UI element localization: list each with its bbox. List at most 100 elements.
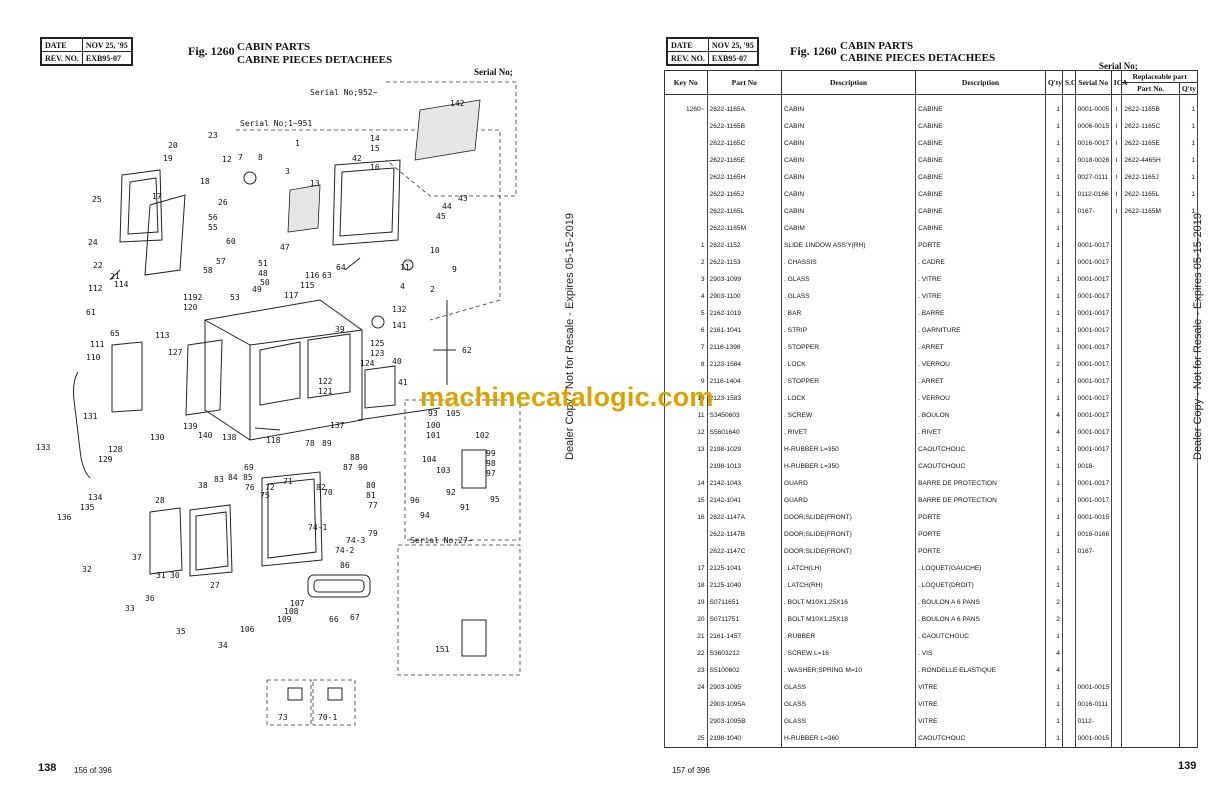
label-30: 30: [170, 571, 180, 580]
repl-part-no-cell: 2622-1165B: [1121, 94, 1180, 118]
repl-qty-cell: [1178, 305, 1199, 322]
description-fr-cell: PORTE: [915, 237, 1046, 254]
repl-part-no-cell: [1121, 713, 1180, 730]
ica-cell: [1110, 475, 1123, 492]
sc-cell: [1061, 713, 1076, 730]
part-no-cell: S0711651: [706, 594, 783, 611]
key-no-cell: 14: [664, 475, 708, 492]
description-fr-cell: . RIVET: [915, 424, 1046, 441]
serial-no-cell: 0016-0111: [1074, 696, 1112, 713]
sc-cell: [1061, 407, 1076, 424]
label-74-1: 74-1: [308, 523, 327, 532]
ica-cell: I: [1110, 186, 1123, 203]
description-fr-cell: PORTE: [915, 543, 1046, 560]
repl-part-no-cell: 2622-1165J: [1121, 169, 1180, 186]
key-no-cell: 23: [664, 662, 708, 679]
label-23: 23: [208, 131, 218, 140]
description-fr-cell: CAOUTCHOUC: [915, 441, 1046, 458]
serial-no-cell: 0001-0015: [1074, 679, 1112, 696]
latch-95: [461, 449, 487, 489]
repl-qty-cell: [1178, 543, 1199, 560]
description-fr-cell: VITRE: [915, 679, 1046, 696]
repl-qty-cell: [1178, 645, 1199, 662]
label-25: 25: [92, 195, 102, 204]
repl-part-no-cell: [1121, 339, 1180, 356]
part-no-cell: 2622-1147B: [706, 526, 783, 543]
label-62: 62: [462, 346, 472, 355]
qty-cell: 1: [1044, 203, 1063, 220]
callout-boundary-952: [385, 81, 517, 197]
serial-no-cell: 0167-: [1074, 203, 1112, 220]
sc-cell: [1061, 271, 1076, 288]
figure-number-r: Fig. 1260: [790, 44, 837, 58]
label-91: 91: [460, 503, 470, 512]
sc-cell: [1061, 237, 1076, 254]
part-no-cell: S5601640: [706, 424, 783, 441]
figure-title-en: CABIN PARTS: [237, 41, 311, 53]
ica-cell: [1110, 594, 1123, 611]
label-131: 131: [83, 412, 98, 421]
label-70: 70: [323, 488, 333, 497]
label-15: 15: [370, 144, 380, 153]
repl-part-no-cell: 2622-1165M: [1121, 203, 1180, 220]
sc-cell: [1061, 254, 1076, 271]
ica-cell: [1110, 305, 1123, 322]
label-7: 7: [238, 153, 243, 162]
repl-part-no-cell: 2622-1165E: [1121, 135, 1180, 152]
repl-qty-cell: [1178, 356, 1199, 373]
label-137: 137: [330, 421, 345, 430]
label-2: 2: [430, 285, 435, 294]
key-no-cell: 12: [664, 424, 708, 441]
description-fr-cell: . GARNITURE: [915, 322, 1046, 339]
label-57: 57: [216, 257, 226, 266]
serial-no-cell: 0001-0017: [1074, 373, 1112, 390]
serial-no-cell: 0001-0017: [1074, 271, 1112, 288]
label-102: 102: [475, 431, 490, 440]
qty-cell: 1: [1044, 169, 1063, 186]
sc-cell: [1061, 305, 1076, 322]
part-no-cell: 2198-1040: [706, 730, 783, 748]
ica-cell: [1110, 560, 1123, 577]
label-74-3: 74-3: [346, 536, 365, 545]
qty-cell: 1: [1044, 543, 1063, 560]
qty-cell: 4: [1044, 424, 1063, 441]
part-no-cell: S3603212: [706, 645, 783, 662]
right-page: DATE NOV 25, '95 REV. NO. EXB95-07 Fig. …: [612, 0, 1224, 791]
repl-qty-cell: [1178, 492, 1199, 509]
label-71: 71: [283, 477, 293, 486]
key-no-cell: 19: [664, 594, 708, 611]
ica-cell: [1110, 679, 1123, 696]
ica-cell: [1110, 271, 1123, 288]
label-113: 113: [155, 331, 170, 340]
serial-no-cell: 0001-0017: [1074, 424, 1112, 441]
serial-no-cell: 0112-: [1074, 713, 1112, 730]
serial-no-cell: [1074, 577, 1112, 594]
qty-cell: 1: [1044, 152, 1063, 169]
repl-part-no-cell: [1121, 679, 1180, 696]
description-en-cell: . BOLT M10X1.25X16: [781, 594, 917, 611]
callout-serial-1-951: Serial No;1~951: [240, 119, 312, 128]
repl-part-no-cell: [1121, 305, 1180, 322]
description-en-cell: . WASHER;SPRING M=10: [781, 662, 917, 679]
detail-box-70-1: [312, 679, 356, 726]
serial-no-cell: 0001-0017: [1074, 237, 1112, 254]
description-en-cell: . RIVET: [781, 424, 917, 441]
label-48: 48: [258, 269, 268, 278]
description-fr-cell: . RONDELLE ELASTIQUE: [915, 662, 1046, 679]
label-69: 69: [244, 463, 254, 472]
description-en-cell: CABIN: [781, 203, 917, 220]
key-no-cell: [664, 458, 708, 475]
serial-no-cell: [1074, 628, 1112, 645]
serial-no-cell: 0112-0166: [1074, 186, 1112, 203]
label-82: 82: [316, 483, 326, 492]
